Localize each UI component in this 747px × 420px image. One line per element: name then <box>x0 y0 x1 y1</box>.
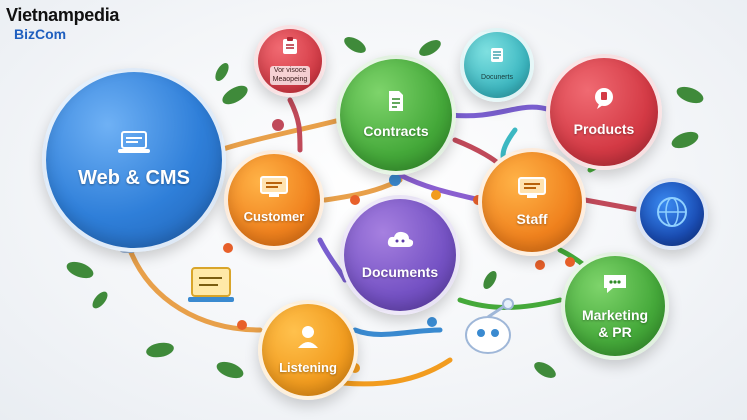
node-listening[interactable]: Listening <box>258 300 358 400</box>
chat-icon <box>592 86 616 115</box>
node-staff-label: Staff <box>516 211 548 228</box>
node-small-red[interactable]: Vor visoce Meaopeing <box>254 25 326 97</box>
monitor-icon <box>517 176 547 205</box>
clipboard-icon <box>282 37 298 60</box>
document-icon <box>387 90 405 117</box>
speech-bubble-icon <box>601 272 629 301</box>
leaf-decorations <box>66 37 704 379</box>
person-icon <box>295 324 321 355</box>
node-products[interactable]: Products <box>546 54 662 170</box>
brand-subname: BizCom <box>14 26 67 42</box>
node-small-teal-label: Docunerts <box>481 74 513 82</box>
node-listening-label: Listening <box>279 360 337 376</box>
node-documents-label: Documents <box>361 264 439 281</box>
node-customer[interactable]: Customer <box>224 150 324 250</box>
node-web-cms-label: Web & CMS <box>78 167 190 189</box>
node-contracts-label: Contracts <box>363 123 429 140</box>
laptop-icon <box>117 130 151 161</box>
node-small-red-label: Vor visoce Meaopeing <box>269 66 311 85</box>
node-marketing-pr[interactable]: Marketing & PR <box>561 252 669 360</box>
robot-icon <box>465 298 514 354</box>
cloud-icon <box>385 229 415 258</box>
laptop-stand-icon <box>188 267 234 302</box>
globe-icon <box>654 194 690 235</box>
node-web-cms[interactable]: Web & CMS <box>42 68 226 252</box>
node-contracts[interactable]: Contracts <box>336 55 456 175</box>
node-documents[interactable]: Documents <box>340 195 460 315</box>
node-staff[interactable]: Staff <box>478 148 586 256</box>
brand-name: Vietnampedia <box>6 5 120 25</box>
node-products-label: Products <box>573 121 635 138</box>
document-icon <box>490 47 504 68</box>
node-globe[interactable] <box>636 178 708 250</box>
node-customer-label: Customer <box>243 209 305 225</box>
node-small-teal[interactable]: Docunerts <box>460 28 534 102</box>
monitor-icon <box>259 175 289 204</box>
node-marketing-pr-label: Marketing & PR <box>581 307 649 340</box>
brand-logo: Vietnampedia BizCom <box>6 6 119 41</box>
